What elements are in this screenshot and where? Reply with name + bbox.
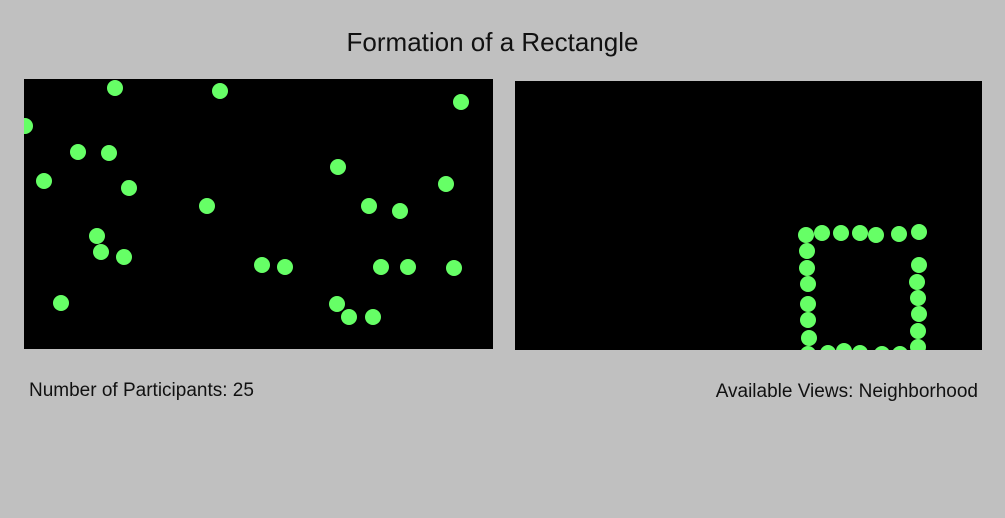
participant-dot bbox=[446, 260, 462, 276]
participant-dot bbox=[800, 312, 816, 328]
participant-dot bbox=[852, 225, 868, 241]
participant-dot bbox=[89, 228, 105, 244]
participant-dot bbox=[911, 224, 927, 240]
participant-dot bbox=[892, 346, 908, 350]
participant-dot bbox=[36, 173, 52, 189]
participant-dot bbox=[814, 225, 830, 241]
participant-dot bbox=[330, 159, 346, 175]
participant-dot bbox=[212, 83, 228, 99]
participant-dot bbox=[453, 94, 469, 110]
participant-dot bbox=[101, 145, 117, 161]
participant-dot bbox=[874, 346, 890, 350]
participant-dot bbox=[911, 306, 927, 322]
participant-dot bbox=[438, 176, 454, 192]
participant-dot bbox=[199, 198, 215, 214]
participant-dot bbox=[24, 118, 33, 134]
participant-dot bbox=[116, 249, 132, 265]
participant-dot bbox=[868, 227, 884, 243]
participant-dot bbox=[400, 259, 416, 275]
participant-dot bbox=[909, 274, 925, 290]
participant-dot bbox=[800, 296, 816, 312]
participant-dot bbox=[820, 345, 836, 350]
random-view-canvas bbox=[24, 79, 493, 349]
neighborhood-view-canvas bbox=[515, 81, 982, 350]
participant-dot bbox=[392, 203, 408, 219]
participant-dot bbox=[341, 309, 357, 325]
participant-dot bbox=[121, 180, 137, 196]
participant-dot bbox=[799, 260, 815, 276]
participant-dot bbox=[800, 346, 816, 350]
participant-dot bbox=[799, 243, 815, 259]
participant-dot bbox=[373, 259, 389, 275]
participant-dot bbox=[329, 296, 345, 312]
participant-dot bbox=[93, 244, 109, 260]
participant-dot bbox=[801, 330, 817, 346]
participant-dot bbox=[254, 257, 270, 273]
page-title: Formation of a Rectangle bbox=[346, 27, 639, 57]
participant-dot bbox=[911, 257, 927, 273]
participant-dot bbox=[361, 198, 377, 214]
participant-dot bbox=[107, 80, 123, 96]
available-views: Available Views: Neighborhood bbox=[715, 381, 978, 402]
participant-dot bbox=[365, 309, 381, 325]
participant-count: Number of Participants: 25 bbox=[29, 380, 254, 401]
participant-dot bbox=[277, 259, 293, 275]
participant-dot bbox=[910, 339, 926, 350]
participant-dot bbox=[852, 345, 868, 350]
participant-dot bbox=[891, 226, 907, 242]
participant-dot bbox=[70, 144, 86, 160]
participant-dot bbox=[800, 276, 816, 292]
participant-dot bbox=[910, 290, 926, 306]
participant-dot bbox=[836, 343, 852, 350]
participant-dot bbox=[910, 323, 926, 339]
participant-dot bbox=[833, 225, 849, 241]
participant-dot bbox=[798, 227, 814, 243]
participant-dot bbox=[53, 295, 69, 311]
